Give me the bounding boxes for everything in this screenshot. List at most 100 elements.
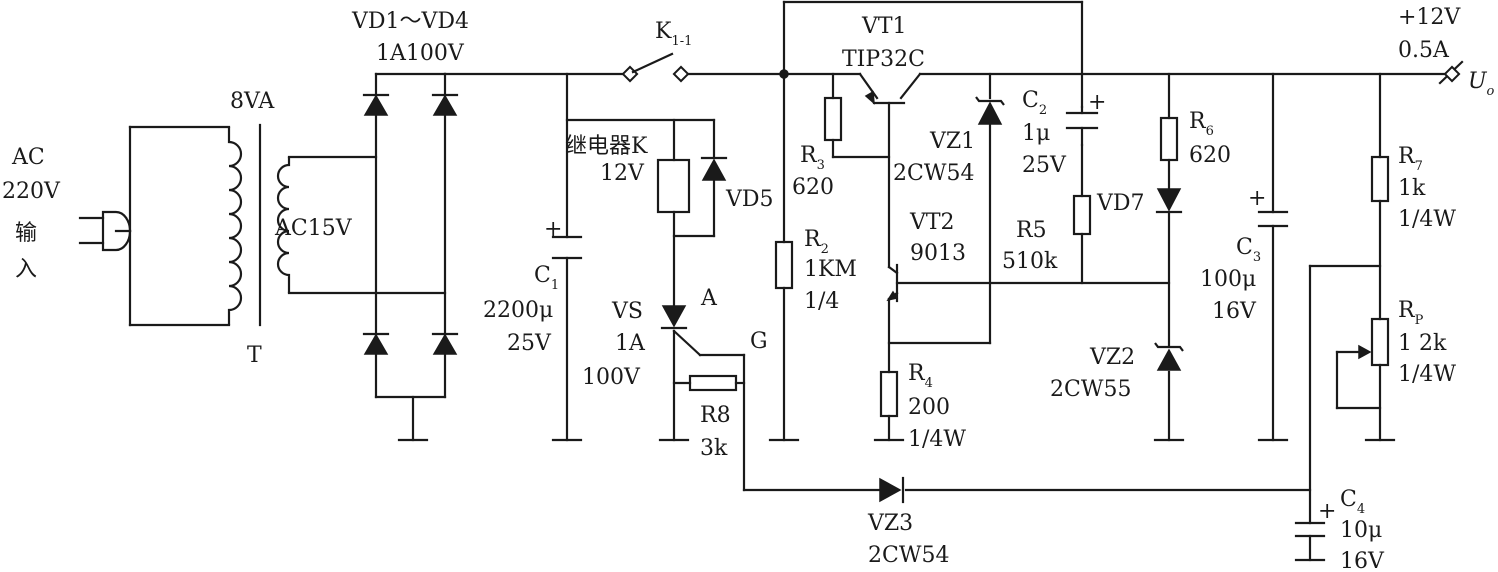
r3-value-label: 620: [792, 175, 834, 200]
r2-power-label: 1/4: [804, 289, 839, 314]
vd5-label: VD5: [725, 187, 774, 212]
r2-value-label: 1KM: [804, 257, 857, 282]
r7-value-label: 1k: [1398, 176, 1426, 201]
vz2-model-label: 2CW55: [1050, 377, 1131, 402]
vz3-model-label: 2CW54: [868, 543, 949, 568]
resistor-r8: [688, 374, 738, 392]
c3-voltage-label: 16V: [1212, 299, 1257, 324]
vz2-ref-label: VZ2: [1089, 345, 1135, 370]
c2-value-label: 1μ: [1022, 121, 1050, 146]
r5-value-label: 510k: [1002, 249, 1058, 274]
ground-symbols: [397, 438, 1396, 562]
c4-label: C4: [1340, 487, 1365, 517]
junction-dot: [779, 69, 789, 79]
zener-vz2: [1154, 342, 1184, 371]
potentiometer-rp: [1335, 317, 1390, 367]
vt2-ref-label: VT2: [909, 210, 955, 235]
capacitor-c3: [1257, 210, 1289, 228]
transformer-t: [227, 123, 291, 327]
r8-label: R8: [700, 403, 731, 428]
c3-value-label: 100μ: [1200, 267, 1256, 292]
r4-value-label: 200: [908, 395, 950, 420]
bridge-rating-label: 1A100V: [376, 41, 465, 66]
transformer-power-label: 8VA: [230, 89, 275, 114]
diode-vd2: [431, 93, 459, 116]
r3-label: R3: [800, 143, 825, 173]
c2-voltage-label: 25V: [1022, 153, 1067, 178]
r4-label: R4: [908, 361, 933, 391]
thyristor-vs: [660, 305, 688, 330]
output-voltage-label: +12V: [1398, 5, 1461, 30]
c3-label: C3: [1236, 235, 1261, 265]
wires: [78, 0, 1454, 562]
output-terminal: [1438, 60, 1464, 85]
r8-value-label: 3k: [700, 436, 728, 461]
resistor-r4: [879, 370, 899, 418]
voltage-220v-label: 220V: [2, 179, 61, 204]
r4-power-label: 1/4W: [908, 427, 966, 452]
r5-ref-label: R5: [1016, 218, 1047, 243]
c3-plus: +: [1248, 186, 1266, 211]
relay-coil: [656, 158, 691, 214]
c2-label: C2: [1022, 88, 1047, 118]
rp-power-label: 1/4W: [1398, 362, 1456, 387]
c2-plus: +: [1088, 90, 1106, 115]
zener-vz1: [975, 96, 1005, 125]
rp-label: RP: [1398, 298, 1424, 328]
input-label-line2: 入: [15, 257, 37, 282]
primary-coil-icon: [227, 127, 243, 325]
transistor-vt2: [886, 263, 899, 303]
vz1-model-label: 2CW54: [893, 161, 974, 186]
relay-voltage-label: 12V: [600, 161, 645, 186]
diode-vd7: [1155, 188, 1183, 214]
vz1-ref-label: VZ1: [929, 129, 975, 154]
zener-vz3: [879, 476, 905, 504]
c4-voltage-label: 16V: [1340, 549, 1385, 572]
vt1-model-label: TIP32C: [842, 47, 925, 72]
transformer-ref-label: T: [247, 343, 262, 368]
switch-label: K1-1: [655, 19, 692, 49]
resistor-r7: [1370, 155, 1390, 203]
diode-vd3: [362, 332, 390, 355]
capacitor-c4: [1294, 521, 1326, 538]
c1-voltage-label: 25V: [507, 331, 552, 356]
vd7-label: VD7: [1096, 191, 1145, 216]
resistor-r6: [1159, 116, 1179, 162]
transformer-secondary-label: AC15V: [274, 216, 353, 241]
r6-label: R6: [1189, 109, 1214, 139]
r6-value-label: 620: [1189, 143, 1231, 168]
transistor-vt1: [858, 72, 922, 105]
vt1-ref-label: VT1: [861, 14, 907, 39]
labels: AC 220V 输 入 8VA AC15V T VD1～VD4 1A100V K…: [2, 5, 1495, 572]
diode-vd5: [700, 156, 728, 181]
vs-gate-label: G: [750, 329, 768, 354]
diode-vd1: [362, 93, 390, 116]
diode-vd4: [431, 332, 459, 355]
c1-label: C1: [534, 263, 559, 293]
input-label-line1: 输: [15, 221, 37, 246]
vs-anode-label: A: [700, 286, 718, 311]
secondary-coil-icon: [276, 157, 291, 293]
c4-value-label: 10μ: [1340, 518, 1382, 543]
c1-value-label: 2200μ: [483, 298, 553, 323]
bridge-ref-label: VD1～VD4: [351, 9, 469, 34]
vs-ref-label: VS: [611, 299, 643, 324]
relay-name-label: 继电器K: [565, 134, 648, 159]
capacitor-c1: [551, 235, 583, 260]
vz3-ref-label: VZ3: [867, 511, 913, 536]
ac-label: AC: [11, 145, 45, 170]
switch-k1-1: [621, 52, 690, 83]
rp-value-label: 1 2k: [1398, 331, 1447, 356]
capacitor-c2: [1065, 105, 1099, 147]
c1-plus: +: [544, 217, 562, 242]
c4-plus: +: [1318, 499, 1336, 524]
vt2-model-label: 9013: [910, 241, 966, 266]
resistor-r5: [1072, 194, 1092, 236]
r2-label: R2: [804, 227, 829, 257]
r7-label: R7: [1398, 144, 1423, 174]
r7-power-label: 1/4W: [1398, 207, 1456, 232]
vs-voltage-label: 100V: [582, 365, 641, 390]
output-label: Uo: [1468, 69, 1495, 99]
output-current-label: 0.5A: [1398, 38, 1450, 63]
